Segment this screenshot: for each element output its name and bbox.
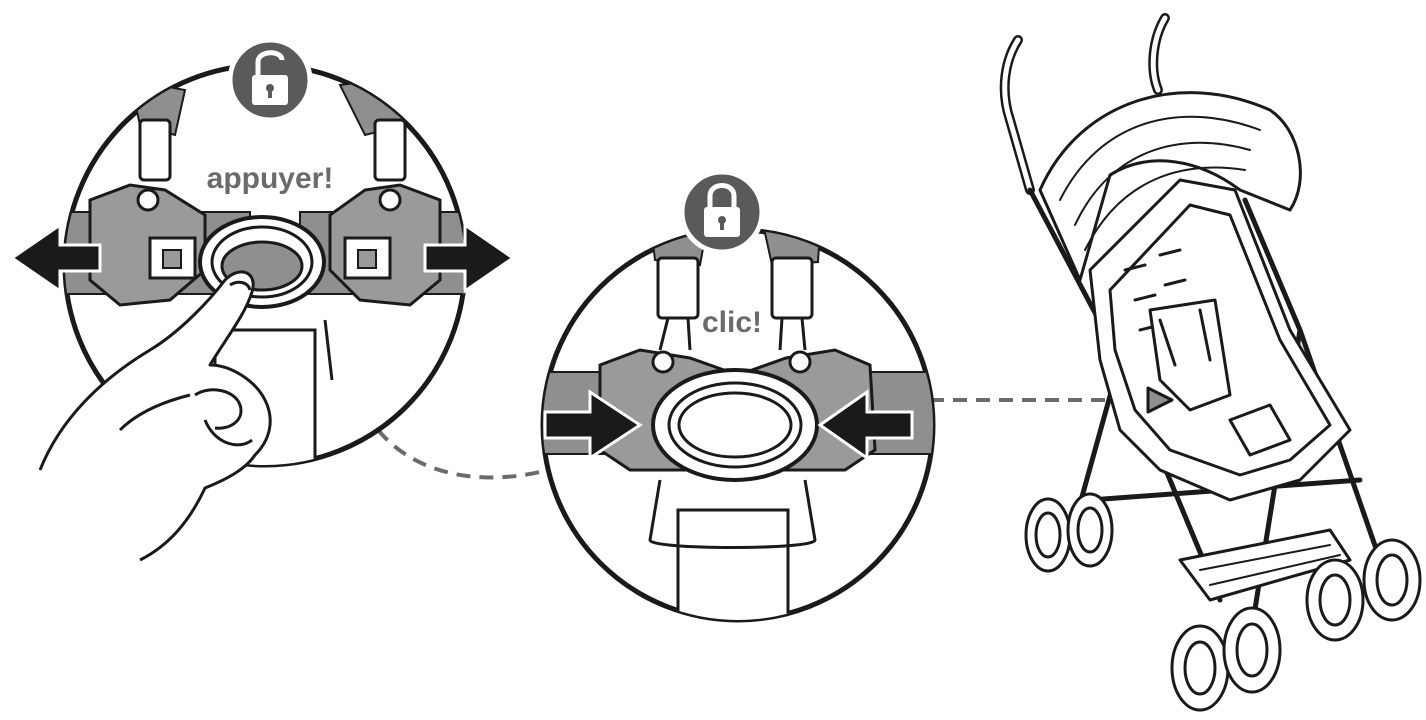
dashed-connectors bbox=[376, 398, 1150, 480]
arrow-left-icon bbox=[9, 222, 102, 294]
unlock-label: appuyer! bbox=[207, 162, 334, 195]
push-together-arrows bbox=[543, 389, 914, 461]
dashed-connector-unlock-to-lock bbox=[376, 428, 549, 480]
unlocked-padlock-icon bbox=[227, 37, 313, 123]
stroller-buckle-pointer bbox=[1146, 386, 1174, 414]
pressing-hand bbox=[38, 270, 272, 562]
arrow-push-right-icon bbox=[543, 389, 643, 461]
lock-panel: clic! bbox=[540, 169, 936, 623]
stroller-wheels bbox=[1024, 492, 1422, 712]
pull-apart-arrows bbox=[9, 222, 516, 294]
arrow-right-icon bbox=[423, 222, 516, 294]
lock-label: clic! bbox=[702, 306, 762, 339]
locked-padlock-icon bbox=[679, 169, 765, 255]
arrow-push-left-icon bbox=[817, 389, 914, 461]
stroller-illustration bbox=[999, 13, 1422, 712]
stroller-canopy bbox=[1038, 91, 1302, 282]
stroller-harness bbox=[1148, 298, 1232, 412]
unlock-panel: appuyer! bbox=[9, 37, 516, 562]
